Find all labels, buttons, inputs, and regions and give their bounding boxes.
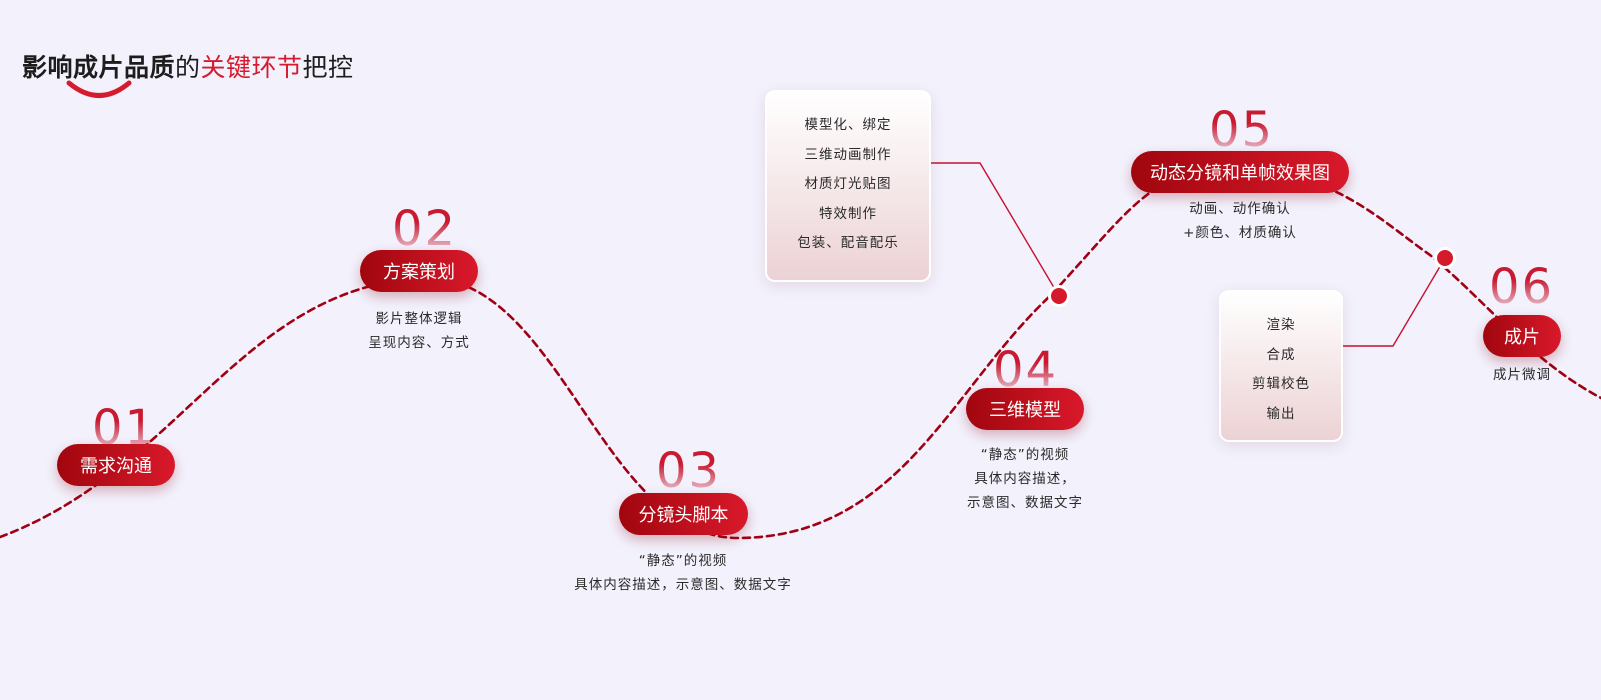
callout-item: 输出 (1266, 405, 1296, 422)
title-smile-decoration (66, 80, 132, 98)
title-bold: 影响成片品质 (22, 53, 176, 82)
step-desc-line: 动画、动作确认 (1189, 201, 1291, 217)
callout-item: 材质灯光贴图 (804, 176, 892, 192)
connector-dot-1 (1048, 285, 1070, 307)
step-pill-06: 成片 (1483, 315, 1561, 357)
step-desc-line: 具体内容描述， (974, 471, 1076, 487)
step-pill-02: 方案策划 (360, 250, 478, 292)
step-pill-03: 分镜头脚本 (619, 493, 748, 535)
callout-item: 包装、配音配乐 (797, 235, 899, 251)
step-number-02: 02 (392, 201, 458, 257)
title-highlight: 关键环节 (200, 53, 303, 82)
step-desc-line: “静态”的视频 (980, 447, 1070, 463)
step-desc-line: +颜色、材质确认 (1183, 225, 1297, 241)
step-pill-01: 需求沟通 (57, 444, 175, 486)
page-title: 影响成片品质的关键环节把控 (22, 48, 354, 84)
step-number-04: 04 (993, 342, 1059, 398)
callout-item: 特效制作 (819, 205, 877, 222)
callout-item: 合成 (1266, 346, 1296, 363)
callout-connector-1 (930, 162, 1060, 297)
step-number-06: 06 (1489, 259, 1555, 315)
step-number-05: 05 (1209, 102, 1275, 158)
step-desc-line: 示意图、数据文字 (967, 495, 1083, 511)
step-desc-line: 成片微调 (1493, 367, 1551, 383)
callout-item: 渲染 (1266, 317, 1296, 333)
step-number-03: 03 (656, 443, 722, 499)
callout-box-production: 模型化、绑定 三维动画制作 材质灯光贴图 特效制作 包装、配音配乐 (765, 90, 931, 282)
title-end: 把控 (302, 53, 354, 82)
step-desc-02: 影片整体逻辑 呈现内容、方式 (349, 307, 489, 355)
callout-box-post-production: 渲染 合成 剪辑校色 输出 (1219, 290, 1343, 442)
step-pill-04: 三维模型 (966, 388, 1084, 430)
step-desc-05: 动画、动作确认 +颜色、材质确认 (1165, 197, 1315, 245)
step-desc-line: 呈现内容、方式 (368, 335, 470, 351)
step-desc-06: 成片微调 (1472, 363, 1572, 387)
callout-connector-2 (1343, 257, 1446, 347)
callout-item: 剪辑校色 (1252, 376, 1310, 392)
step-desc-line: “静态”的视频 (638, 553, 728, 569)
callout-item: 模型化、绑定 (804, 117, 892, 133)
callout-item: 三维动画制作 (804, 146, 892, 163)
step-desc-line: 影片整体逻辑 (375, 311, 463, 327)
step-desc-04: “静态”的视频 具体内容描述， 示意图、数据文字 (950, 443, 1100, 515)
step-desc-line: 具体内容描述，示意图、数据文字 (574, 577, 792, 593)
step-pill-05: 动态分镜和单帧效果图 (1131, 151, 1349, 193)
step-desc-03: “静态”的视频 具体内容描述，示意图、数据文字 (553, 549, 813, 597)
title-regular: 的 (175, 53, 201, 82)
connector-dot-2 (1434, 247, 1456, 269)
process-dashed-line (0, 166, 1601, 540)
